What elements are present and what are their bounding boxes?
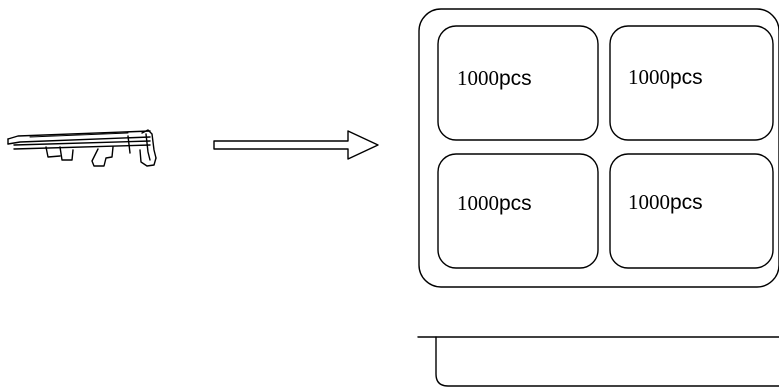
compartment-quantity: 1000 <box>457 191 499 215</box>
packing-tray-side-view <box>417 336 779 387</box>
svg-text:1000pcs: 1000pcs <box>457 66 532 90</box>
svg-text:1000pcs: 1000pcs <box>628 65 703 89</box>
tray-compartment: 1000pcs <box>609 25 774 141</box>
tray-compartment: 1000pcs <box>437 25 599 141</box>
tray-outline <box>418 8 779 288</box>
compartment-unit: pcs <box>499 67 532 90</box>
svg-text:1000pcs: 1000pcs <box>628 190 703 214</box>
compartment-unit: pcs <box>670 191 703 214</box>
svg-text:1000pcs: 1000pcs <box>457 191 532 215</box>
tray-compartment: 1000pcs <box>437 153 599 269</box>
compartment-quantity: 1000 <box>457 66 499 90</box>
compartment-unit: pcs <box>670 66 703 89</box>
tray-compartment: 1000pcs <box>609 153 774 269</box>
metal-clip-part-icon <box>7 129 157 167</box>
compartment-unit: pcs <box>499 192 532 215</box>
packing-tray-top-view: 1000pcs 1000pcs 1000pcs 1000pcs <box>418 8 779 288</box>
compartment-quantity: 1000 <box>628 65 670 89</box>
compartment-quantity: 1000 <box>628 190 670 214</box>
right-arrow-icon <box>213 130 379 160</box>
